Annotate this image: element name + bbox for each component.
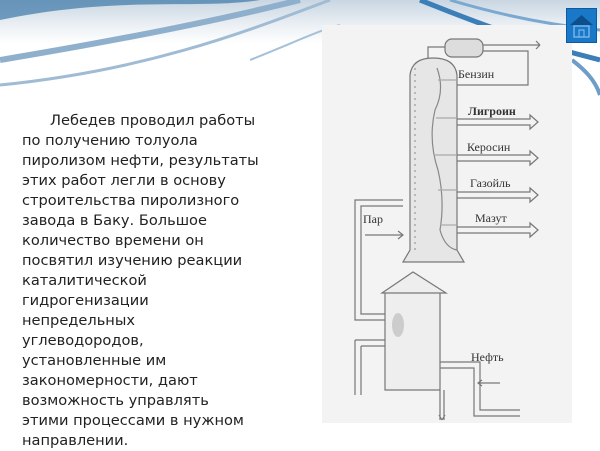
label-neft: Нефть	[471, 350, 504, 364]
label-mazut: Мазут	[475, 211, 507, 225]
body-line: непредельных	[22, 312, 136, 329]
body-line: каталитической	[22, 272, 147, 289]
distillation-diagram-panel	[322, 25, 572, 423]
label-par: Пар	[363, 212, 383, 226]
body-line: этих работ легли в основу	[22, 172, 226, 189]
label-kerosin: Керосин	[467, 140, 511, 154]
label-ligroin: Лигроин	[468, 104, 516, 118]
body-line: посвятил изучению реакции	[22, 252, 243, 269]
body-line: направлении.	[22, 432, 129, 449]
body-line: Лебедев проводил работы	[50, 112, 256, 129]
body-line: по получению толуола	[22, 132, 198, 149]
body-line: гидрогенизации	[22, 292, 149, 309]
body-line: строительства пиролизного	[22, 192, 240, 209]
slide-body-text: Лебедев проводил работы по получению тол…	[22, 111, 322, 451]
home-icon	[570, 15, 593, 38]
body-line: установленные им	[22, 352, 167, 369]
home-button[interactable]	[566, 8, 597, 43]
body-line: возможность управлять	[22, 392, 209, 409]
body-line: закономерности, дают	[22, 372, 198, 389]
label-benzin: Бензин	[458, 67, 495, 81]
body-line: углеводородов,	[22, 332, 144, 349]
body-line: этими процессами в нужном	[22, 412, 244, 429]
body-line: количество времени он	[22, 232, 204, 249]
body-line: завода в Баку. Большое	[22, 212, 207, 229]
body-line: пиролизом нефти, результаты	[22, 152, 259, 169]
label-gazoil: Газойль	[470, 176, 511, 190]
